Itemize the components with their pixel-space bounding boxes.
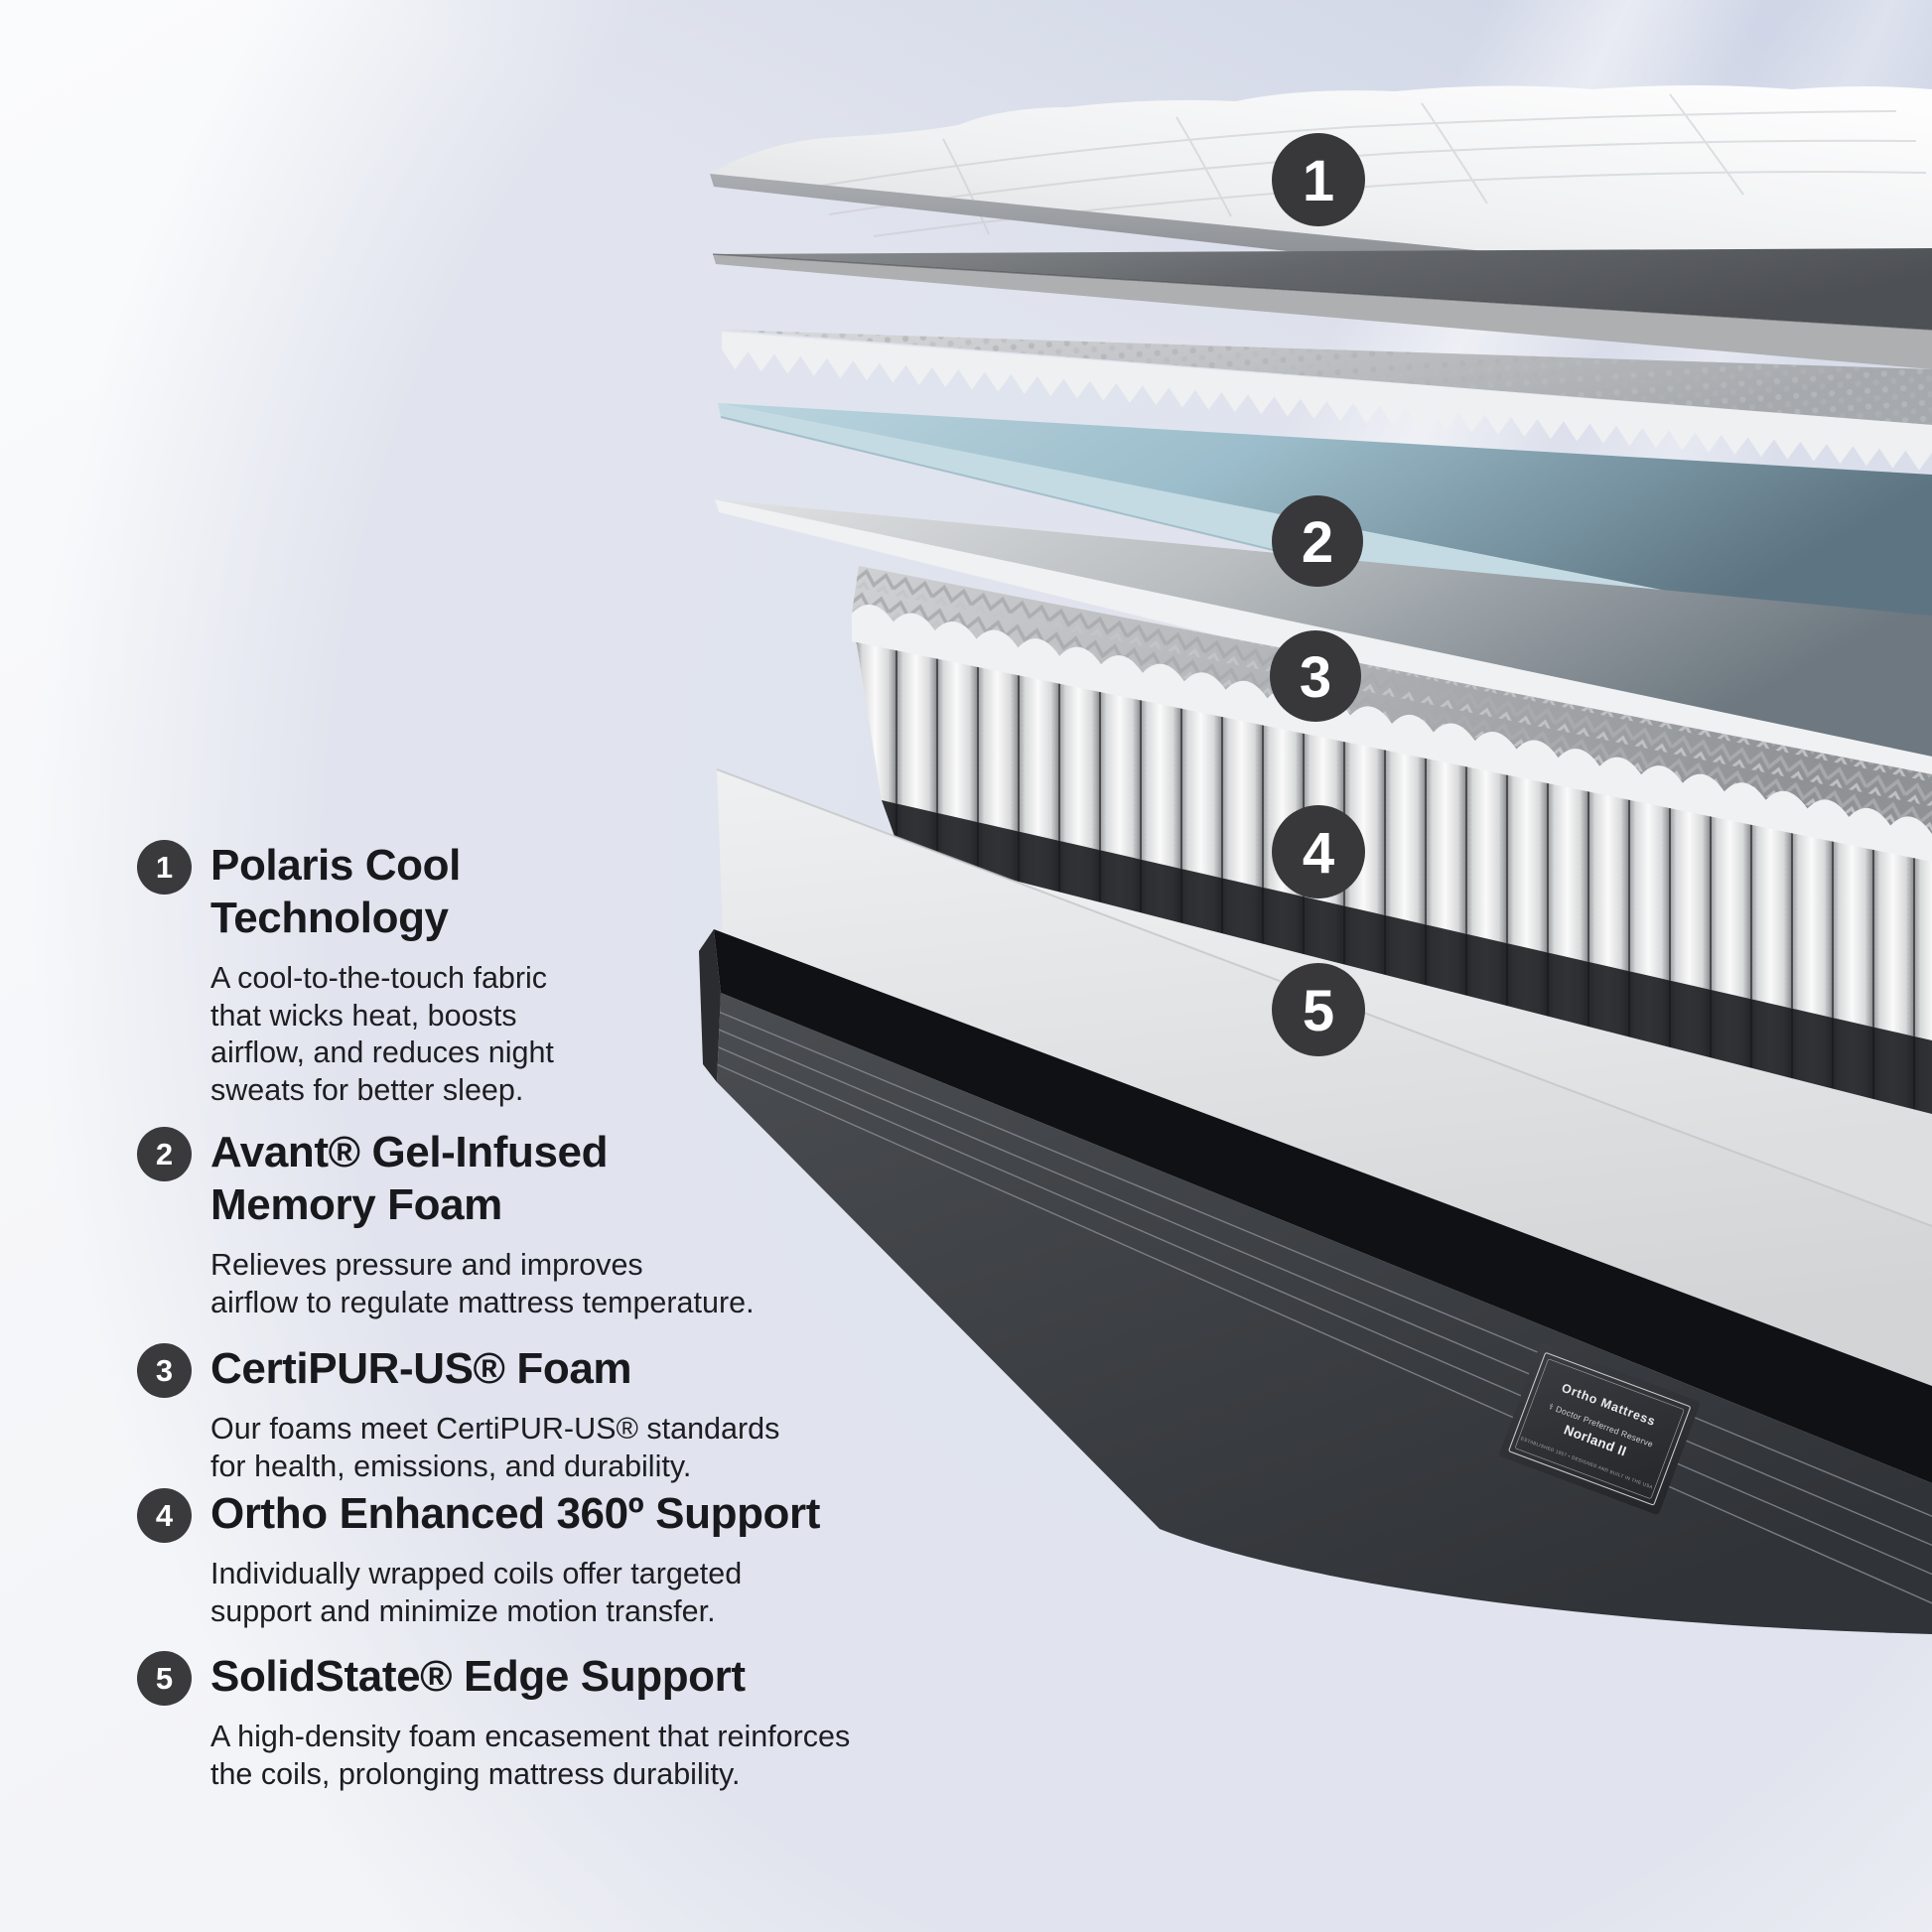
diagram-badge-2: 2	[1272, 495, 1363, 587]
diagram-badge-number: 5	[1303, 979, 1334, 1043]
egg-crate-teeth	[722, 332, 1932, 471]
diagram-badge-number: 4	[1303, 821, 1334, 886]
diagram-badge-4: 4	[1272, 805, 1365, 898]
coil-tops	[852, 604, 1932, 862]
layer-pocketed-coils	[852, 566, 1932, 1120]
layer-dark-pad	[712, 248, 1932, 369]
diagram-badge-number: 2	[1302, 510, 1333, 575]
diagram-badge-3: 3	[1270, 630, 1361, 722]
foundation-box: Ortho Mattress ⚕ Doctor Preferred Reserv…	[699, 929, 1932, 1634]
diagram-callout-badges: 1 2 3 4 5	[1270, 133, 1365, 1056]
layer-convoluted-foam	[722, 330, 1932, 471]
mattress-label: Ortho Mattress ⚕ Doctor Preferred Reserv…	[1499, 1343, 1700, 1515]
diagram-badge-number: 1	[1303, 149, 1334, 213]
diagram-badge-number: 3	[1300, 645, 1331, 710]
diagram-badge-1: 1	[1272, 133, 1365, 226]
foundation-stitch-lines	[717, 1011, 1932, 1604]
diagram-badge-5: 5	[1272, 963, 1365, 1056]
